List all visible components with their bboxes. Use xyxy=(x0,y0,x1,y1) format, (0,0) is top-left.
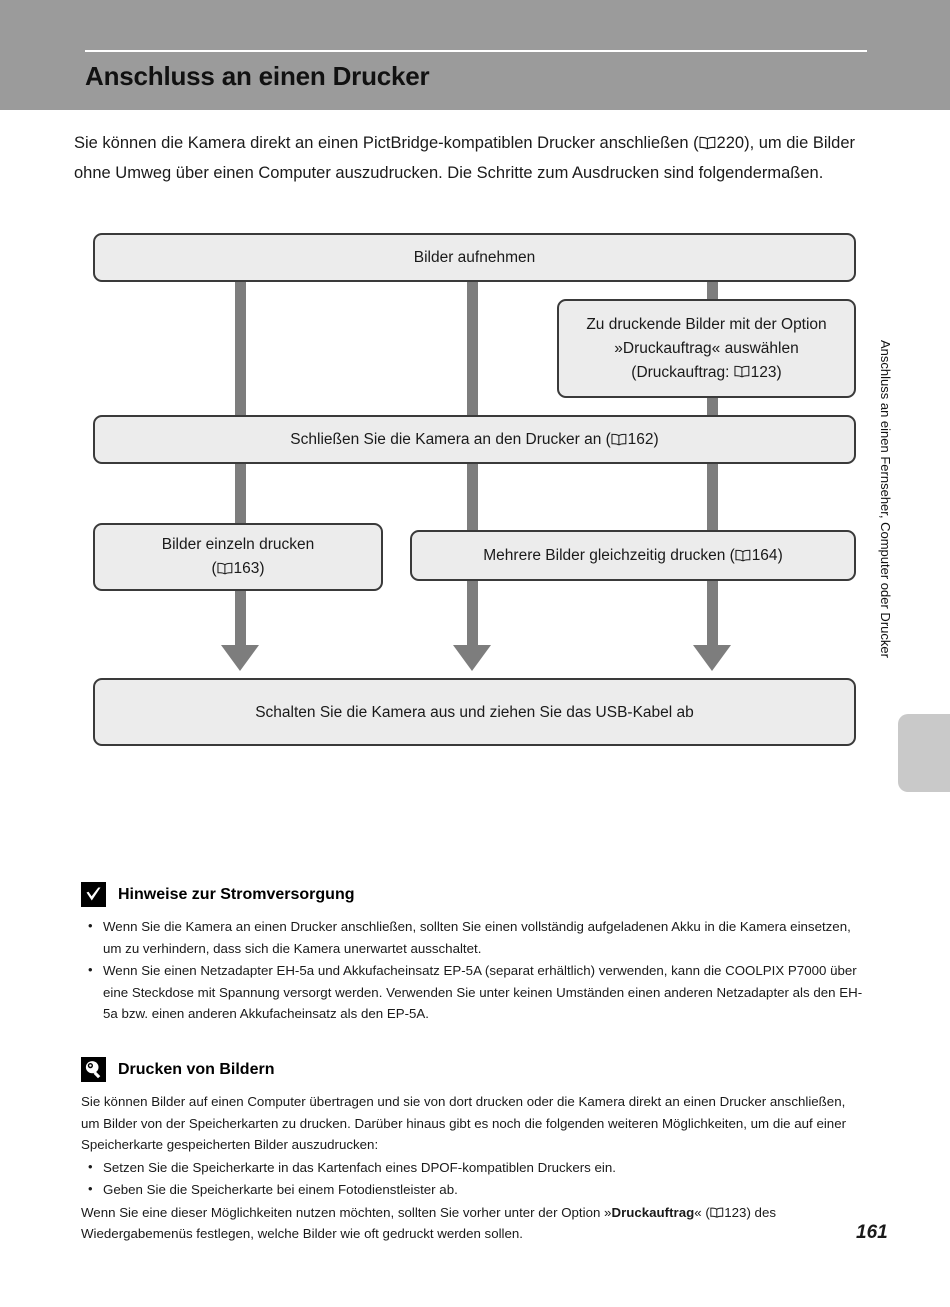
caution-check-icon xyxy=(81,882,106,907)
chapter-side-tab xyxy=(898,714,950,792)
flow-box-connect-printer: Schließen Sie die Kamera an den Drucker … xyxy=(93,415,856,464)
flow-box-print-order-line3-before: (Druckauftrag: xyxy=(631,363,734,381)
flow-box-connect-printer-label-after: ) xyxy=(653,431,659,448)
page-header-band: Anschluss an einen Drucker xyxy=(0,0,950,110)
note-printing-body: Sie können Bilder auf einen Computer übe… xyxy=(81,1091,867,1245)
note-printing-closing-bold: Druckauftrag xyxy=(611,1204,695,1220)
note-printing-intro: Sie können Bilder auf einen Computer übe… xyxy=(81,1094,847,1152)
note-printing-closing-after: « ( xyxy=(694,1204,710,1220)
note-power-title: Hinweise zur Stromversorgung xyxy=(118,885,355,903)
manual-book-icon xyxy=(735,549,751,562)
note-printing-bullet-list: Setzen Sie die Speicherkarte in das Kart… xyxy=(81,1156,867,1201)
note-section-power: Hinweise zur Stromversorgung Wenn Sie di… xyxy=(81,882,867,1026)
flow-box-connect-printer-ref: 162 xyxy=(627,431,654,448)
flow-box-print-multiple: Mehrere Bilder gleichzeitig drucken ( 164… xyxy=(410,530,856,581)
note-printing-closing-before: Wenn Sie eine dieser Möglichkeiten nutze… xyxy=(81,1204,612,1220)
note-printing-closing: Wenn Sie eine dieser Möglichkeiten nutze… xyxy=(81,1202,867,1245)
arrowhead-middle xyxy=(453,645,491,671)
note-printing-header: Drucken von Bildern xyxy=(81,1057,867,1082)
flow-box-print-single-line1: Bilder einzeln drucken xyxy=(161,536,315,553)
flow-box-print-multiple-label-before: Mehrere Bilder gleichzeitig drucken ( xyxy=(483,547,735,564)
flow-box-print-single-line2-before: ( xyxy=(211,560,217,577)
flow-box-print-single: Bilder einzeln drucken (163) xyxy=(93,523,383,591)
flow-box-print-order-line3-ref: 123 xyxy=(750,363,777,381)
arrowhead-right xyxy=(693,645,731,671)
intro-ref-page: 220 xyxy=(716,134,745,152)
note-power-bullet-list: Wenn Sie die Kamera an einen Drucker ans… xyxy=(81,915,867,1025)
intro-paragraph: Sie können die Kamera direkt an einen Pi… xyxy=(74,128,860,188)
chapter-side-label: Anschluss an einen Fernseher, Computer o… xyxy=(878,340,893,658)
flow-box-print-single-line2-ref: 163 xyxy=(233,560,260,577)
list-item: Wenn Sie die Kamera an einen Drucker ans… xyxy=(81,915,867,959)
flow-box-power-off: Schalten Sie die Kamera aus und ziehen S… xyxy=(93,678,856,746)
flow-box-print-order: Zu druckende Bilder mit der Option »Druc… xyxy=(557,299,856,398)
page-title: Anschluss an einen Drucker xyxy=(85,61,430,91)
intro-text-after: ), um die Bilder ohne Umweg über einen C… xyxy=(74,134,856,182)
note-section-printing: Drucken von Bildern Sie können Bilder au… xyxy=(81,1057,867,1245)
page-number: 161 xyxy=(856,1222,888,1243)
flow-box-print-order-line3: (Druckauftrag: 123) xyxy=(631,361,781,385)
flow-box-print-multiple-label: Mehrere Bilder gleichzeitig drucken ( 164… xyxy=(483,544,782,567)
manual-book-icon xyxy=(699,136,716,150)
flow-box-connect-printer-label-before: Schließen Sie die Kamera an den Drucker … xyxy=(290,431,611,448)
flow-box-connect-printer-label: Schließen Sie die Kamera an den Drucker … xyxy=(290,428,658,451)
manual-book-icon xyxy=(217,562,233,575)
arrowhead-left xyxy=(221,645,259,671)
note-printing-closing-ref: 123 xyxy=(724,1204,747,1220)
manual-book-icon xyxy=(734,365,750,378)
note-power-header: Hinweise zur Stromversorgung xyxy=(81,882,867,907)
flow-box-power-off-label: Schalten Sie die Kamera aus und ziehen S… xyxy=(255,703,694,721)
flow-box-shoot-images-label: Bilder aufnehmen xyxy=(413,249,536,266)
note-printing-title: Drucken von Bildern xyxy=(118,1060,275,1078)
note-printing-closing-tail: ) des Wiedergabemenüs festlegen, welche … xyxy=(81,1204,776,1242)
manual-book-icon xyxy=(710,1207,724,1218)
list-item: Setzen Sie die Speicherkarte in das Kart… xyxy=(81,1156,867,1179)
tip-lightbulb-icon xyxy=(81,1057,106,1082)
intro-text-before: Sie können die Kamera direkt an einen Pi… xyxy=(74,134,699,152)
flow-box-print-multiple-label-after: ) xyxy=(777,547,783,564)
flow-box-print-single-line2: (163) xyxy=(211,557,264,581)
list-item: Geben Sie die Speicherkarte bei einem Fo… xyxy=(81,1178,867,1201)
flow-box-print-order-line3-after: ) xyxy=(776,363,782,381)
flow-box-shoot-images: Bilder aufnehmen xyxy=(93,233,856,282)
flow-box-print-multiple-ref: 164 xyxy=(751,547,778,564)
note-power-body: Wenn Sie die Kamera an einen Drucker ans… xyxy=(81,915,867,1025)
flow-box-print-order-line1: Zu druckende Bilder mit der Option xyxy=(586,315,827,333)
header-rule xyxy=(85,50,867,52)
flow-box-print-single-line2-after: ) xyxy=(259,560,265,577)
manual-book-icon xyxy=(611,433,627,446)
list-item: Wenn Sie einen Netzadapter EH-5a und Akk… xyxy=(81,959,867,1025)
flow-box-print-order-line2: »Druckauftrag« auswählen xyxy=(614,339,799,357)
